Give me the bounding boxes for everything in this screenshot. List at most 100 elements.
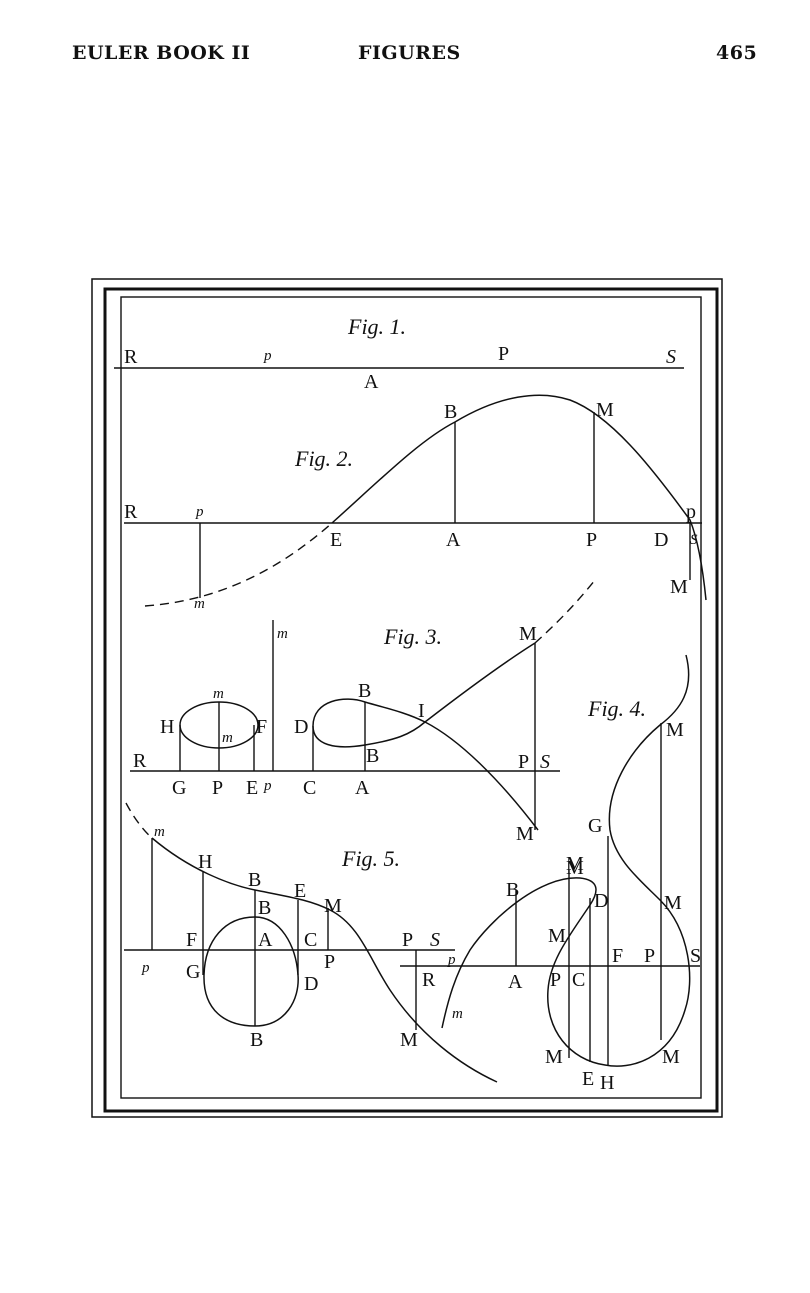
figure-3: Fig. 3. R H G m m P F E p m D C B B A I …	[130, 579, 596, 845]
fig5-label-B1: B	[248, 869, 261, 891]
fig2-label-M: M	[596, 399, 614, 421]
fig2-label-M2: M	[670, 576, 688, 598]
fig1-label-p: p	[263, 348, 272, 364]
fig5-label-C: C	[304, 929, 317, 951]
fig3-label-P: P	[212, 777, 223, 799]
fig4-title: Fig. 4.	[587, 696, 646, 721]
fig5-label-p2: p	[447, 952, 456, 968]
page-header: EULER BOOK II FIGURES 465	[0, 42, 810, 72]
fig5-label-M3: M	[566, 853, 584, 875]
fig3-curve-dashed	[534, 579, 596, 644]
fig2-label-S: S	[690, 532, 698, 548]
fig4-label-G: G	[588, 815, 602, 837]
fig5-label-P3: P	[550, 969, 561, 991]
fig4-curve	[441, 654, 691, 1067]
fig4-label-M-top: M	[666, 719, 684, 741]
fig2-label-P: P	[586, 529, 597, 551]
fig4-label-M-mid: M	[566, 857, 584, 879]
fig3-title: Fig. 3.	[383, 624, 442, 649]
fig3-label-p: p	[263, 778, 272, 794]
fig4-label-D: D	[594, 890, 608, 912]
fig2-label-R: R	[124, 501, 138, 523]
fig5-label-H: H	[198, 851, 212, 873]
fig3-curve-upper	[312, 698, 539, 831]
fig3-label-G: G	[172, 777, 186, 799]
fig2-label-p: p	[195, 504, 204, 520]
fig3-label-m-mid: m	[222, 730, 233, 746]
fig3-label-R: R	[133, 750, 147, 772]
fig3-label-F: F	[256, 716, 267, 738]
fig1-label-R: R	[124, 346, 138, 368]
fig4-label-E: E	[582, 1068, 594, 1090]
plate-frame	[91, 278, 723, 1118]
fig5-curve-dashed	[125, 802, 153, 839]
fig3-label-M-low: M	[516, 823, 534, 845]
fig5-label-G: G	[186, 961, 200, 983]
fig1-title: Fig. 1.	[347, 314, 406, 339]
fig3-label-m-high: m	[277, 626, 288, 642]
fig4-label-F: F	[612, 945, 623, 967]
figure-2: Fig. 2. R p m E A B P M D p S M	[124, 394, 707, 612]
fig5-label-M: M	[324, 895, 342, 917]
page-number: 465	[716, 42, 758, 64]
fig3-label-m-top: m	[213, 686, 224, 702]
fig4-label-M-br: M	[662, 1046, 680, 1068]
fig5-label-m2: m	[452, 1006, 463, 1022]
fig3-label-E: E	[246, 777, 258, 799]
fig1-label-A: A	[364, 371, 379, 393]
fig2-label-m: m	[194, 596, 205, 612]
fig3-label-H: H	[160, 716, 174, 738]
fig1-label-P: P	[498, 343, 509, 365]
fig5-oval	[203, 916, 299, 1027]
fig3-curve-lower	[312, 642, 536, 748]
fig3-label-A: A	[355, 777, 370, 799]
fig5-label-M2: M	[400, 1029, 418, 1051]
fig4-label-M-bl: M	[545, 1046, 563, 1068]
fig5-label-P: P	[402, 929, 413, 951]
figure-4: Fig. 4. M G M D M F P S C M E H M M	[400, 654, 701, 1094]
fig5-label-F: F	[186, 929, 197, 951]
fig5-label-D: D	[304, 973, 318, 995]
running-head-left: EULER BOOK II	[72, 42, 251, 64]
fig5-label-S: S	[430, 929, 440, 951]
figure-5: Fig. 5. m H B E M B F A C P S p G D P B …	[124, 802, 584, 1083]
fig3-label-M-top: M	[519, 623, 537, 645]
fig2-title: Fig. 2.	[294, 446, 353, 471]
fig3-label-B-low: B	[366, 745, 379, 767]
fig2-label-A: A	[446, 529, 461, 551]
fig4-label-M-r: M	[664, 892, 682, 914]
fig3-label-S: S	[540, 751, 550, 773]
fig3-label-B-top: B	[358, 680, 371, 702]
fig5-curve	[151, 837, 498, 1083]
fig5-label-P2: P	[324, 951, 335, 973]
fig2-curve	[331, 394, 707, 601]
fig4-label-H: H	[600, 1072, 614, 1094]
fig5-label-B3: B	[250, 1029, 263, 1051]
fig5-label-E: E	[294, 880, 306, 902]
fig3-label-D: D	[294, 716, 308, 738]
fig1-label-S: S	[666, 346, 676, 368]
running-head-center: FIGURES	[358, 42, 461, 64]
fig5-label-B2: B	[258, 897, 271, 919]
fig3-label-P2: P	[518, 751, 529, 773]
fig3-label-I: I	[418, 700, 425, 722]
fig5-label-A: A	[258, 929, 273, 951]
fig2-curve-dashed	[144, 522, 333, 607]
fig4-label-M-left: M	[548, 925, 566, 947]
fig2-label-E: E	[330, 529, 342, 551]
fig5-title: Fig. 5.	[341, 846, 400, 871]
fig4-label-P: P	[644, 945, 655, 967]
fig5-label-p: p	[141, 960, 150, 976]
fig5-label-A2: A	[508, 971, 523, 993]
fig4-label-S: S	[690, 945, 701, 967]
fig2-label-p2: p	[686, 501, 696, 523]
fig5-label-m: m	[154, 824, 165, 840]
fig4-label-C: C	[572, 969, 585, 991]
fig3-label-C: C	[303, 777, 316, 799]
fig2-label-B: B	[444, 401, 457, 423]
fig5-label-B4: B	[506, 879, 519, 901]
fig5-label-R: R	[422, 969, 436, 991]
fig2-label-D: D	[654, 529, 668, 551]
figure-1: Fig. 1. R p P S A	[114, 314, 684, 393]
